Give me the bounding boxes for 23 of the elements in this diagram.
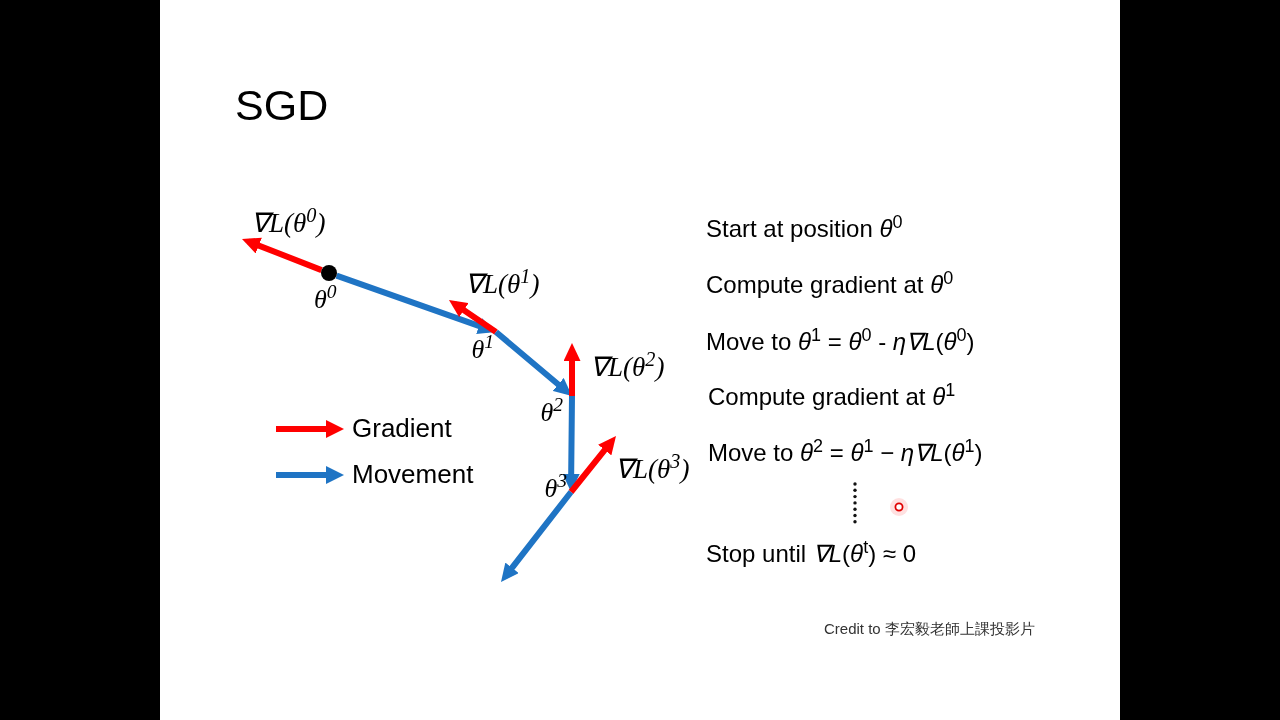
- step-text: Compute gradient at θ$^{1}$: [708, 382, 956, 412]
- gradient-arrow: [563, 343, 581, 396]
- gradient-label: ∇L(θ$^{3}$): [608, 436, 690, 486]
- point-label: θ$^{3}$: [544, 474, 571, 504]
- gradient-label: ∇L(θ$^{2}$): [572, 343, 665, 384]
- legend-label: Gradient: [352, 413, 452, 445]
- point-label: θ$^{0}$: [314, 284, 337, 316]
- point-label: θ$^{1}$: [471, 332, 496, 365]
- gradient-label: ∇L(θ$^{1}$): [449, 269, 540, 301]
- gradient-label: ∇L(θ$^{0}$): [242, 208, 326, 240]
- step-text: Move to θ$^{1}$ = θ$^{0}$ - η∇L(θ$^{0}$): [706, 327, 975, 357]
- gradient-arrow: [568, 434, 619, 494]
- step-text: Stop until ∇L(θ$^{t}$) ≈ 0: [706, 539, 916, 569]
- credit-text: Credit to 李宏毅老師上課投影片: [824, 620, 1035, 639]
- gradient-arrow: [240, 236, 323, 273]
- point-label: θ$^{2}$: [540, 396, 572, 428]
- movement-arrow: [498, 490, 574, 584]
- gradient-arrow: [447, 297, 498, 335]
- step-text: Compute gradient at θ$^{0}$: [706, 270, 954, 300]
- slide-title: SGD: [235, 80, 329, 131]
- legend-label: Movement: [352, 459, 474, 491]
- step-text: Move to θ$^{2}$ = θ$^{1}$ − η∇L(θ$^{1}$): [708, 438, 983, 468]
- step-text: Start at position θ$^{0}$: [706, 214, 903, 244]
